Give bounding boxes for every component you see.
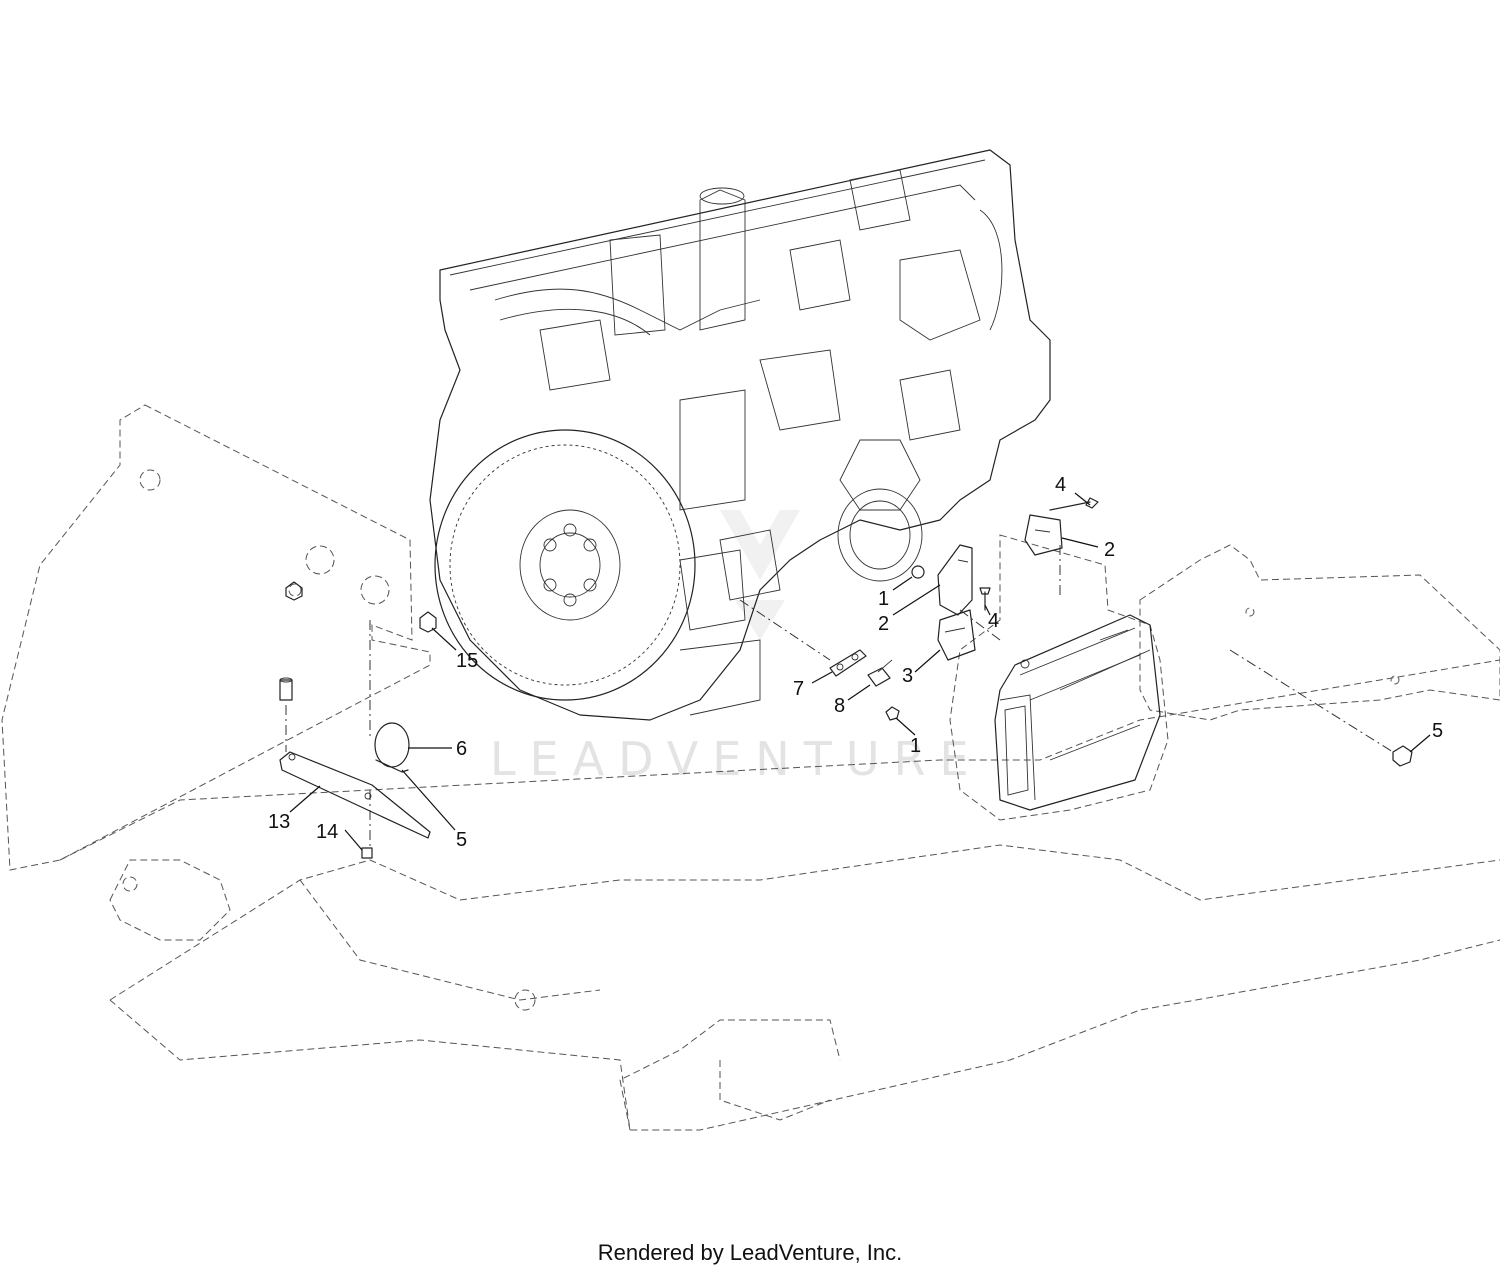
- callout-1-lower: 1: [910, 735, 921, 757]
- callout-labels: 4 2 1 2 4 3 7 8 1 5 15 6 5 13 14: [268, 474, 1443, 851]
- assembly-lines: [285, 545, 1394, 850]
- relay-lower: [937, 609, 976, 661]
- watermark-text: LEADVENTURE: [490, 732, 983, 786]
- callout-leaders: [289, 492, 1431, 851]
- callout-5-left: 5: [456, 829, 467, 851]
- callout-14: 14: [316, 821, 338, 843]
- engine: [429, 149, 1051, 721]
- callout-3: 3: [902, 665, 913, 687]
- left-side-panel: [1, 404, 431, 871]
- watermark-logo: [720, 510, 800, 640]
- footer-credit: Rendered by LeadVenture, Inc.: [597, 1240, 903, 1265]
- callout-2-upper: 2: [1104, 539, 1115, 561]
- nut-1-upper: [911, 565, 925, 579]
- callout-4-upper: 4: [1055, 474, 1066, 496]
- ecu-mounting-plate: [949, 534, 1169, 821]
- p-clamp: [374, 722, 410, 773]
- callout-4-middle: 4: [988, 610, 999, 632]
- callout-2-middle: 2: [878, 613, 889, 635]
- stud-pin: [279, 677, 293, 701]
- relay-bracket: [937, 544, 973, 616]
- relay-upper: [1024, 497, 1099, 556]
- bolt-5-right: [1392, 745, 1413, 767]
- callout-7: 7: [793, 678, 804, 700]
- bolt-8: [867, 659, 893, 687]
- chassis-frame: [59, 659, 1500, 1131]
- bolt-14: [361, 847, 373, 859]
- callout-6: 6: [456, 738, 467, 760]
- nut-panel: [285, 581, 303, 601]
- nut-15: [419, 611, 437, 633]
- right-frame-rail: [1139, 544, 1500, 721]
- callout-13: 13: [268, 811, 290, 833]
- nut-1-lower: [885, 706, 900, 721]
- callout-15: 15: [456, 650, 478, 672]
- ecu-module: [994, 614, 1161, 811]
- callout-8: 8: [834, 695, 845, 717]
- callout-1-upper: 1: [878, 588, 889, 610]
- bolt-4-lower: [979, 587, 991, 611]
- mounting-bracket: [279, 751, 431, 839]
- callout-5-right: 5: [1432, 720, 1443, 742]
- ground-strap: [829, 649, 867, 677]
